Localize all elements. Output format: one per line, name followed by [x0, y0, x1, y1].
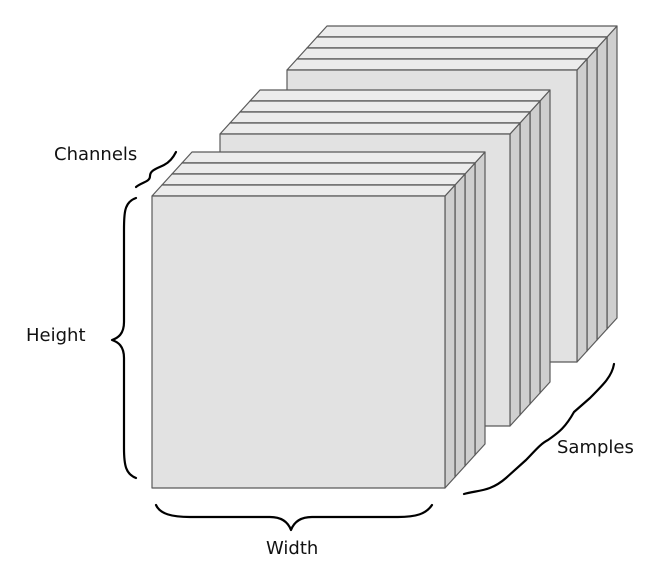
stack-sample-1 [151, 151, 486, 489]
layer-side [474, 151, 486, 456]
layer-side [509, 122, 521, 427]
width-brace [154, 503, 434, 532]
layer-side [606, 25, 618, 330]
layer-top [296, 47, 598, 60]
channels-brace [134, 150, 178, 189]
layer-top [229, 111, 531, 124]
channels-label: Channels [54, 144, 138, 165]
layer-side [519, 111, 531, 416]
layer-top [249, 89, 551, 102]
layer-top [171, 162, 476, 175]
layer-side [529, 100, 541, 405]
layer-side [454, 173, 466, 478]
layer-side [576, 58, 588, 363]
width-label: Width [266, 538, 319, 559]
layer-top [239, 100, 541, 113]
layer-top [161, 173, 466, 186]
sample-stacks [151, 25, 618, 489]
layer-side [586, 47, 598, 352]
layer-side [464, 162, 476, 467]
layer-top [181, 151, 486, 164]
layer-side [444, 184, 456, 489]
layer-top [151, 184, 456, 197]
height-brace [110, 196, 138, 480]
layer-top [286, 58, 588, 71]
layer-face [151, 195, 446, 489]
layer-side [596, 36, 608, 341]
layer-top [306, 36, 608, 49]
layer-top [316, 25, 618, 38]
layer-side [539, 89, 551, 394]
layer-top [219, 122, 521, 135]
samples-label: Samples [557, 437, 634, 458]
samples-brace [462, 362, 616, 496]
height-label: Height [26, 325, 86, 346]
